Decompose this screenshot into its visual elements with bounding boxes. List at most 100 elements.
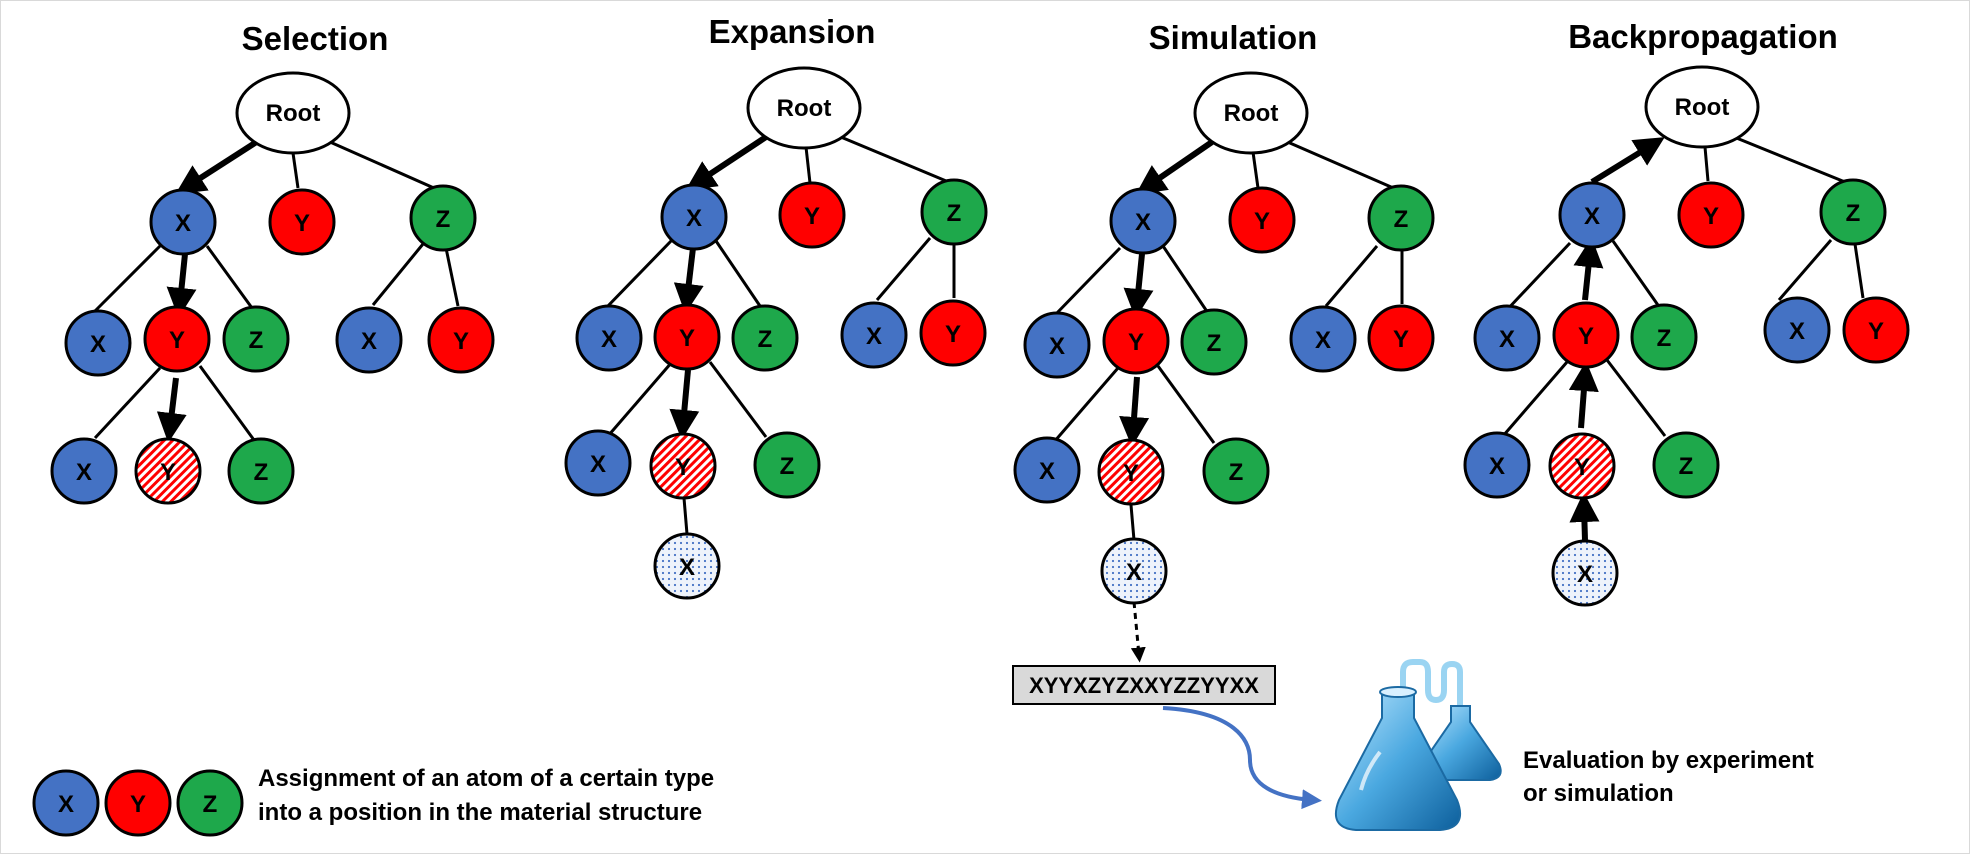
- node-label: Z: [780, 453, 795, 480]
- node-label: Z: [436, 206, 451, 233]
- node-label: Z: [1846, 200, 1861, 227]
- legend-node-x: [32, 769, 100, 837]
- node-y: [143, 305, 211, 373]
- legend-node-z: [176, 769, 244, 837]
- tree-edge: [712, 237, 762, 307]
- tree-edge-arrow-up: [1568, 361, 1599, 429]
- node-x-expanded: [653, 532, 721, 600]
- node-y: [1842, 296, 1910, 364]
- tree-edge-arrow: [685, 134, 768, 191]
- node-label: X: [686, 205, 702, 232]
- tree-edge: [606, 361, 674, 437]
- panel-title: Simulation: [1149, 19, 1318, 56]
- node-label: Z: [1394, 206, 1409, 233]
- node-label: Root: [1675, 94, 1730, 121]
- node-label: X: [90, 331, 106, 358]
- node-z: [1630, 303, 1698, 371]
- tree-edge: [804, 146, 812, 184]
- tree-edge: [329, 140, 444, 194]
- node-label: Z: [1679, 453, 1694, 480]
- tree-edge: [708, 361, 768, 438]
- tree-edge: [444, 247, 460, 307]
- node-label: Y: [945, 321, 961, 348]
- tree-edge-arrow: [156, 377, 187, 443]
- node-label: Y: [675, 454, 691, 481]
- node-label: Y: [1578, 323, 1594, 350]
- flask-tube: [1400, 659, 1463, 712]
- node-z: [222, 305, 290, 373]
- node-label: X: [1126, 559, 1142, 586]
- tree-edge: [835, 133, 952, 185]
- node-x-expanded: [1551, 539, 1619, 607]
- node-label: Z: [947, 200, 962, 227]
- legend-node-y: [104, 769, 172, 837]
- rollout-dashed-arrow: [1130, 601, 1146, 663]
- node-x: [840, 301, 908, 369]
- node-label: Y: [160, 459, 176, 486]
- panel-title: Selection: [242, 20, 389, 57]
- node-label: Y: [294, 210, 310, 237]
- tree-edge: [291, 152, 300, 189]
- tree-edge: [1733, 135, 1851, 186]
- flask-highlight: [1359, 750, 1382, 791]
- node-y: [653, 303, 721, 371]
- tree-edge: [205, 245, 254, 309]
- panel-simulation: Simulation Root X Y Z X Y Z X Y X: [1012, 19, 1435, 810]
- node-x: [1013, 436, 1081, 504]
- root-node: [1644, 65, 1760, 149]
- tree-edge-arrow: [166, 253, 197, 318]
- tree-edge: [1605, 359, 1667, 437]
- node-label: X: [1584, 203, 1600, 230]
- tree-edge: [1611, 240, 1662, 309]
- panel-title: Expansion: [709, 13, 876, 50]
- node-x: [50, 437, 118, 505]
- node-label: Z: [1207, 330, 1222, 357]
- node-label: Z: [249, 327, 264, 354]
- evaluation-text-line2: or simulation: [1523, 780, 1674, 807]
- node-z: [731, 304, 799, 372]
- sequence-box: [1012, 665, 1276, 705]
- node-label: X: [1499, 326, 1515, 353]
- node-label: X: [58, 791, 74, 818]
- tree-edge-arrow-up: [1590, 137, 1665, 185]
- tree-edge: [1053, 246, 1122, 317]
- tree-edge-arrow: [1123, 253, 1154, 319]
- tree-edge: [1502, 241, 1572, 315]
- tree-edge: [93, 366, 162, 440]
- root-node: [235, 71, 351, 155]
- node-label: Y: [169, 327, 185, 354]
- panel-backpropagation: Backpropagation Root X Y Z X Y Z X Y X: [1463, 18, 1910, 607]
- node-label: Root: [1224, 100, 1279, 127]
- node-z: [1652, 431, 1720, 499]
- node-label: Y: [453, 328, 469, 355]
- node-x: [660, 183, 728, 251]
- node-z: [227, 437, 295, 505]
- node-label: Z: [1657, 325, 1672, 352]
- tree-edge-arrow: [673, 247, 704, 314]
- node-label: X: [601, 326, 617, 353]
- legend-text-line2: into a position in the material structur…: [258, 799, 702, 826]
- node-label: X: [1315, 327, 1331, 354]
- evaluation-text-line1: Evaluation by experiment: [1523, 747, 1814, 774]
- tree-edge-arrow: [669, 369, 700, 440]
- node-label: Y: [1868, 318, 1884, 345]
- node-y: [1367, 304, 1435, 372]
- tree-edge: [682, 497, 689, 535]
- sequence-text: XYYXZYZXXYZZYYXX: [1029, 673, 1259, 698]
- tree-edge: [198, 365, 256, 441]
- node-y: [427, 306, 495, 374]
- legend: X Y Z Assignment of an atom of a certain…: [32, 765, 714, 837]
- root-node: [746, 66, 862, 150]
- node-label: Z: [203, 791, 218, 818]
- node-label: Z: [254, 459, 269, 486]
- node-label: X: [361, 328, 377, 355]
- node-label: Z: [758, 326, 773, 353]
- node-z: [1202, 437, 1270, 505]
- flask-mouth: [1379, 686, 1417, 698]
- tree-edge: [91, 244, 162, 315]
- node-x: [1463, 431, 1531, 499]
- tree-edge: [1052, 367, 1120, 443]
- node-label: Z: [1229, 459, 1244, 486]
- node-label: Y: [679, 325, 695, 352]
